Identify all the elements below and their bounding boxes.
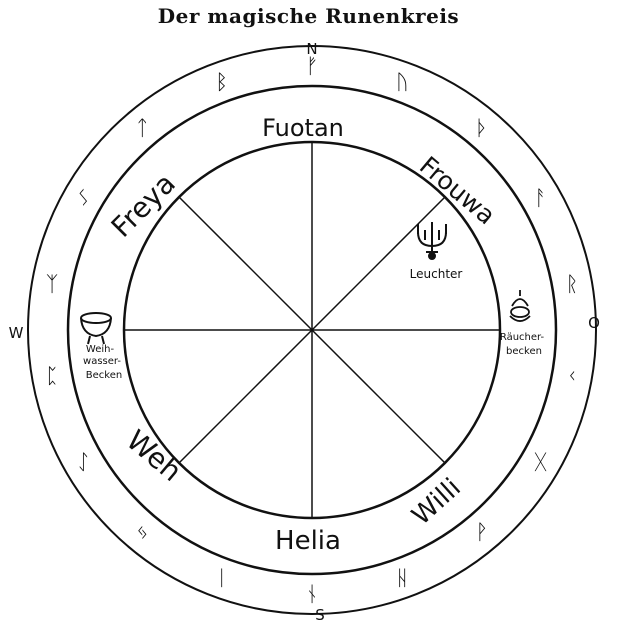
basin-label-line3: Becken — [86, 370, 122, 381]
rune-glyph: ᚾ — [306, 582, 319, 606]
segment-label-willi: Willi — [407, 473, 467, 531]
outer-ring — [27, 45, 597, 615]
segment-label-fuotan: Fuotan — [262, 114, 344, 142]
rune-glyph: ᛒ — [215, 70, 228, 94]
rune-glyph: ᚢ — [396, 70, 409, 94]
page-title: Der magische Runenkreis — [157, 4, 460, 28]
basin-label-line1: Weih- — [86, 344, 115, 355]
rune-glyph: ᚠ — [306, 54, 319, 78]
censer-icon — [509, 290, 531, 322]
rune-glyph: ᛇ — [77, 450, 90, 474]
segment-label-weh: Weh — [120, 423, 188, 488]
rune-glyph: ᛁ — [215, 566, 228, 590]
censer-label-line1: Räucher- — [500, 332, 545, 343]
rune-glyph: ᚲ — [566, 364, 579, 388]
spoke-diagonal-2 — [178, 196, 446, 464]
rune-glyph: ᛉ — [46, 272, 59, 296]
rune-glyph: ᚨ — [534, 186, 547, 210]
censer-label-line2: becken — [506, 346, 542, 357]
rune-ring: ᚠ ᚢ ᚦ ᚨ ᚱ ᚲ ᚷ ᚹ ᚺ ᚾ ᛁ ᛃ ᛇ ᛈ ᛉ ᛊ ᛏ ᛒ — [46, 54, 579, 606]
rune-glyph: ᛊ — [77, 186, 90, 210]
basin-label-line2: wasser- — [83, 356, 121, 367]
rune-glyph: ᚹ — [475, 520, 488, 544]
rune-glyph: ᛏ — [136, 116, 149, 140]
rune-glyph: ᚱ — [566, 272, 579, 296]
candlestick-icon — [417, 222, 447, 260]
segment-label-helia: Helia — [275, 526, 341, 556]
rune-glyph: ᚺ — [396, 566, 409, 590]
compass-south: S — [315, 606, 325, 624]
compass-west: W — [9, 324, 24, 342]
compass-north: N — [306, 40, 317, 58]
basin-icon — [80, 312, 112, 345]
candlestick-label: Leuchter — [410, 267, 463, 281]
rune-glyph: ᛈ — [46, 364, 59, 388]
compass-east: O — [588, 314, 600, 332]
rune-glyph: ᚷ — [534, 450, 547, 474]
rune-glyph: ᛃ — [136, 520, 149, 544]
middle-ring — [66, 84, 558, 576]
rune-glyph: ᚦ — [475, 116, 488, 140]
